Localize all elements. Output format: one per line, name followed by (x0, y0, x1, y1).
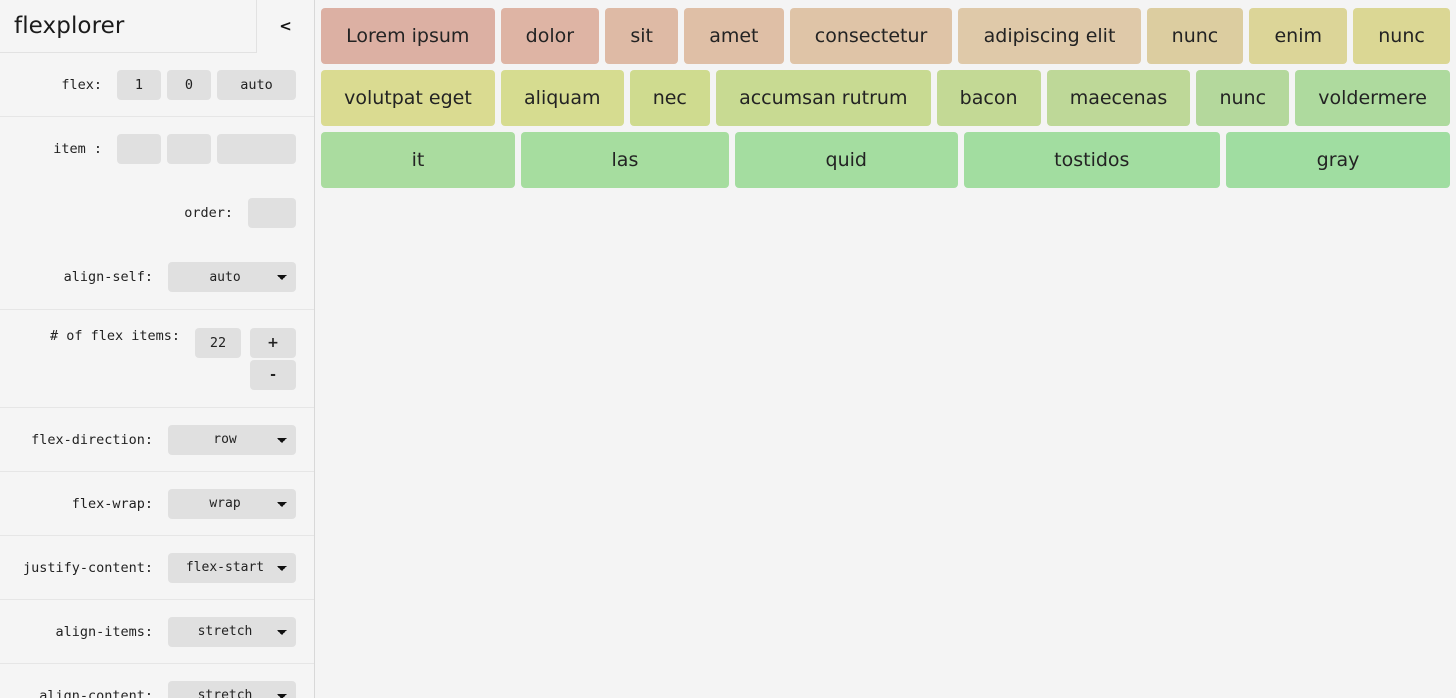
flex-item-label: las (611, 149, 639, 171)
flex-item[interactable]: nec (629, 70, 710, 126)
flex-item[interactable]: volutpat eget (321, 70, 495, 126)
selected-item-group: item : order: align-self: autoflex-start… (0, 117, 314, 310)
flex-item[interactable]: sit (605, 8, 679, 64)
flex-item[interactable]: nunc (1196, 70, 1290, 126)
align-content-select[interactable]: stretchflex-startflex-endcenterspace-bet… (168, 680, 296, 698)
flex-item[interactable]: accumsan rutrum (716, 70, 931, 126)
item-count-row: # of flex items: + - (0, 310, 314, 408)
flex-item[interactable]: dolor (500, 8, 600, 64)
justify-content-label: justify-content: (22, 559, 153, 576)
flex-item[interactable]: amet (684, 8, 784, 64)
flex-item[interactable]: aliquam (500, 70, 624, 126)
flex-label: flex: (61, 76, 102, 93)
flex-item[interactable]: bacon (936, 70, 1041, 126)
order-label: order: (184, 205, 233, 221)
flex-item-label: nunc (1171, 25, 1219, 47)
flex-item-label: tostidos (1054, 149, 1130, 171)
item-flex-row: item : (0, 117, 314, 181)
item-label: item : (53, 141, 102, 157)
item-count-input[interactable] (195, 328, 241, 358)
flex-item-label: dolor (525, 25, 575, 47)
chevron-left-icon: < (279, 17, 292, 35)
flex-wrap-label: flex-wrap: (71, 495, 153, 512)
flex-item-label: enim (1274, 25, 1323, 47)
flex-item[interactable]: quid (734, 132, 958, 188)
flex-item-label: adipiscing elit (983, 25, 1116, 47)
flex-basis-input[interactable] (217, 69, 296, 100)
flex-item-label: aliquam (524, 87, 601, 109)
flex-preview-canvas: Lorem ipsum dolor sit amet consectetur adipis… (315, 0, 1456, 698)
sidebar-header: flexplorer < (0, 0, 314, 53)
flex-wrap-row: flex-wrap: nowrapwrapwrap-reverse (0, 472, 314, 536)
page-title: flexplorer (14, 12, 125, 39)
align-self-select[interactable]: autoflex-startflex-endcenterbaselinestre… (168, 262, 296, 292)
controls-sidebar: flexplorer < flex: item : order: (0, 0, 315, 698)
flex-shrink-input[interactable] (167, 69, 211, 100)
flex-item[interactable]: maecenas (1046, 70, 1191, 126)
flex-item-label: bacon (959, 87, 1018, 109)
justify-content-select[interactable]: flex-startflex-endcenterspace-betweenspa… (168, 552, 296, 583)
flex-direction-label: flex-direction: (31, 431, 153, 448)
align-items-label: align-items: (55, 623, 153, 640)
align-items-select[interactable]: stretchflex-startflex-endcenterbaseline (168, 616, 296, 647)
align-self-label: align-self: (63, 269, 153, 285)
flex-item-label: Lorem ipsum (346, 25, 470, 47)
flex-item-label: amet (709, 25, 759, 47)
flex-item-label: gray (1316, 149, 1360, 171)
align-self-row: align-self: autoflex-startflex-endcenter… (0, 245, 314, 309)
flex-item[interactable]: Lorem ipsum (321, 8, 495, 64)
flex-grow-input[interactable] (117, 69, 161, 100)
flex-item-label: it (411, 149, 425, 171)
item-count-stepper: + - (250, 328, 296, 390)
flex-item[interactable]: nunc (1146, 8, 1244, 64)
flex-item-label: nunc (1219, 87, 1267, 109)
sidebar-collapse-button[interactable]: < (256, 0, 314, 53)
item-flex-grow-input[interactable] (117, 134, 161, 164)
flex-item-label: nunc (1378, 25, 1425, 47)
flex-item-label: maecenas (1069, 87, 1168, 109)
flex-item[interactable]: it (321, 132, 515, 188)
flex-item[interactable]: tostidos (963, 132, 1221, 188)
align-content-row: align-content: stretchflex-startflex-end… (0, 664, 314, 698)
item-count-decrement-button[interactable]: - (250, 360, 296, 390)
flex-item-label: consectetur (814, 25, 928, 47)
flex-item-label: nec (652, 87, 687, 109)
flex-item[interactable]: consectetur (789, 8, 953, 64)
item-flex-basis-input[interactable] (217, 134, 296, 164)
flex-item[interactable]: gray (1226, 132, 1451, 188)
item-count-label: # of flex items: (49, 328, 180, 344)
flex-item[interactable]: las (520, 132, 729, 188)
flex-shorthand-row: flex: (0, 53, 314, 117)
flex-item[interactable]: enim (1249, 8, 1348, 64)
flex-item-label: accumsan rutrum (739, 87, 908, 109)
item-count-increment-button[interactable]: + (250, 328, 296, 358)
item-flex-shrink-input[interactable] (167, 134, 211, 164)
flex-item[interactable]: nunc (1353, 8, 1450, 64)
flex-wrap-select[interactable]: nowrapwrapwrap-reverse (168, 488, 296, 519)
order-input[interactable] (248, 198, 296, 228)
flex-item-label: sit (630, 25, 653, 47)
order-row: order: (0, 181, 314, 245)
flex-item-label: quid (825, 149, 867, 171)
flex-item[interactable]: voldermere (1295, 70, 1451, 126)
flex-item[interactable]: adipiscing elit (958, 8, 1141, 64)
flex-direction-row: flex-direction: rowrow-reversecolumncolu… (0, 408, 314, 472)
flex-direction-select[interactable]: rowrow-reversecolumncolumn-reverse (168, 424, 296, 455)
justify-content-row: justify-content: flex-startflex-endcente… (0, 536, 314, 600)
flex-item-label: volutpat eget (344, 87, 472, 109)
align-content-label: align-content: (39, 687, 153, 698)
flex-item-label: voldermere (1318, 87, 1427, 109)
flex-container: Lorem ipsum dolor sit amet consectetur adipis… (321, 8, 1451, 188)
align-items-row: align-items: stretchflex-startflex-endce… (0, 600, 314, 664)
